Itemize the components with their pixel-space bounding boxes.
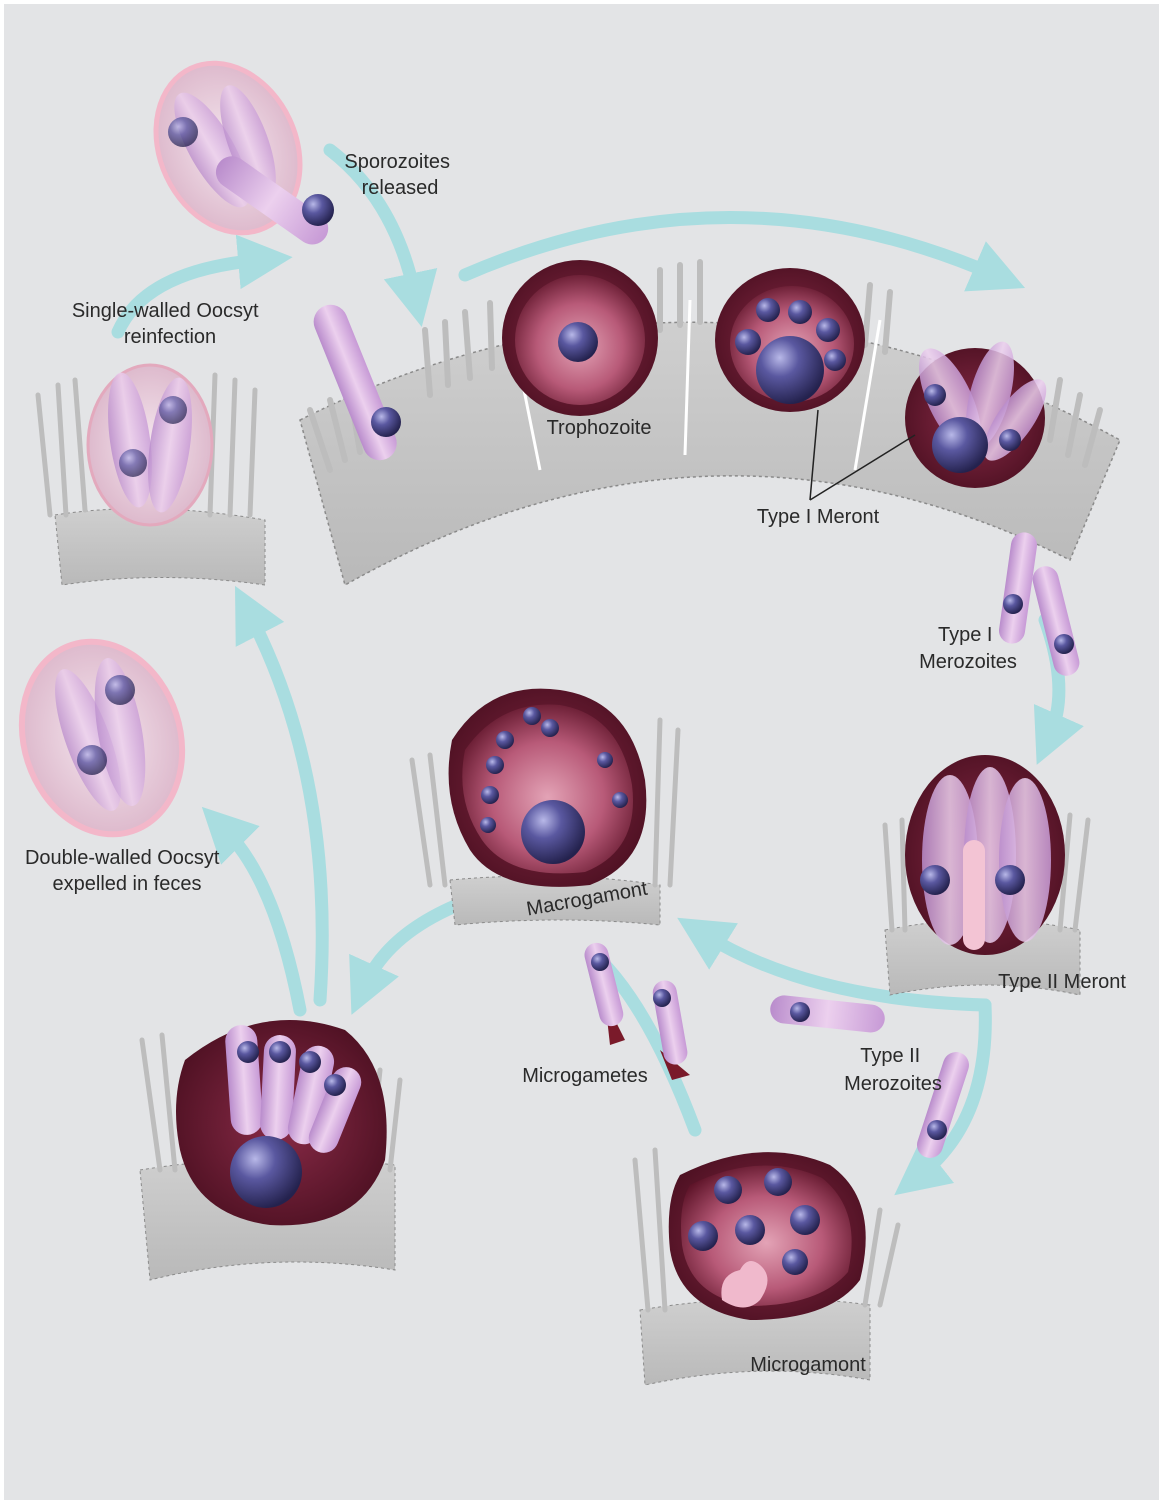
label-type2-merozoites-line1: Type II: [860, 1045, 920, 1067]
trophozoite-stage: [502, 260, 658, 416]
label-sporozoites-line1: Sporozoites: [344, 151, 450, 173]
trophozoite-nucleus: [558, 322, 598, 362]
type1-meront-dividing: [715, 268, 865, 412]
label-single-walled-line2: reinfection: [124, 326, 216, 348]
label-type2-meront: Type II Meront: [998, 971, 1126, 993]
label-trophozoite: Trophozoite: [547, 417, 652, 439]
label-type1-meront: Type I Meront: [757, 506, 880, 528]
label-double-walled-line1: Double-walled Oocsyt: [25, 847, 220, 869]
label-microgametes: Microgametes: [522, 1065, 648, 1087]
label-sporozoites-line2: released: [362, 177, 439, 199]
label-microgamont: Microgamont: [750, 1354, 866, 1376]
label-type1-merozoites-line1: Type I: [938, 624, 992, 646]
label-type1-merozoites-line2: Merozoites: [919, 651, 1017, 673]
label-double-walled-line2: expelled in feces: [53, 873, 202, 895]
label-single-walled-line1: Single-walled Oocsyt: [72, 300, 259, 322]
label-type2-merozoites-line2: Merozoites: [844, 1073, 942, 1095]
